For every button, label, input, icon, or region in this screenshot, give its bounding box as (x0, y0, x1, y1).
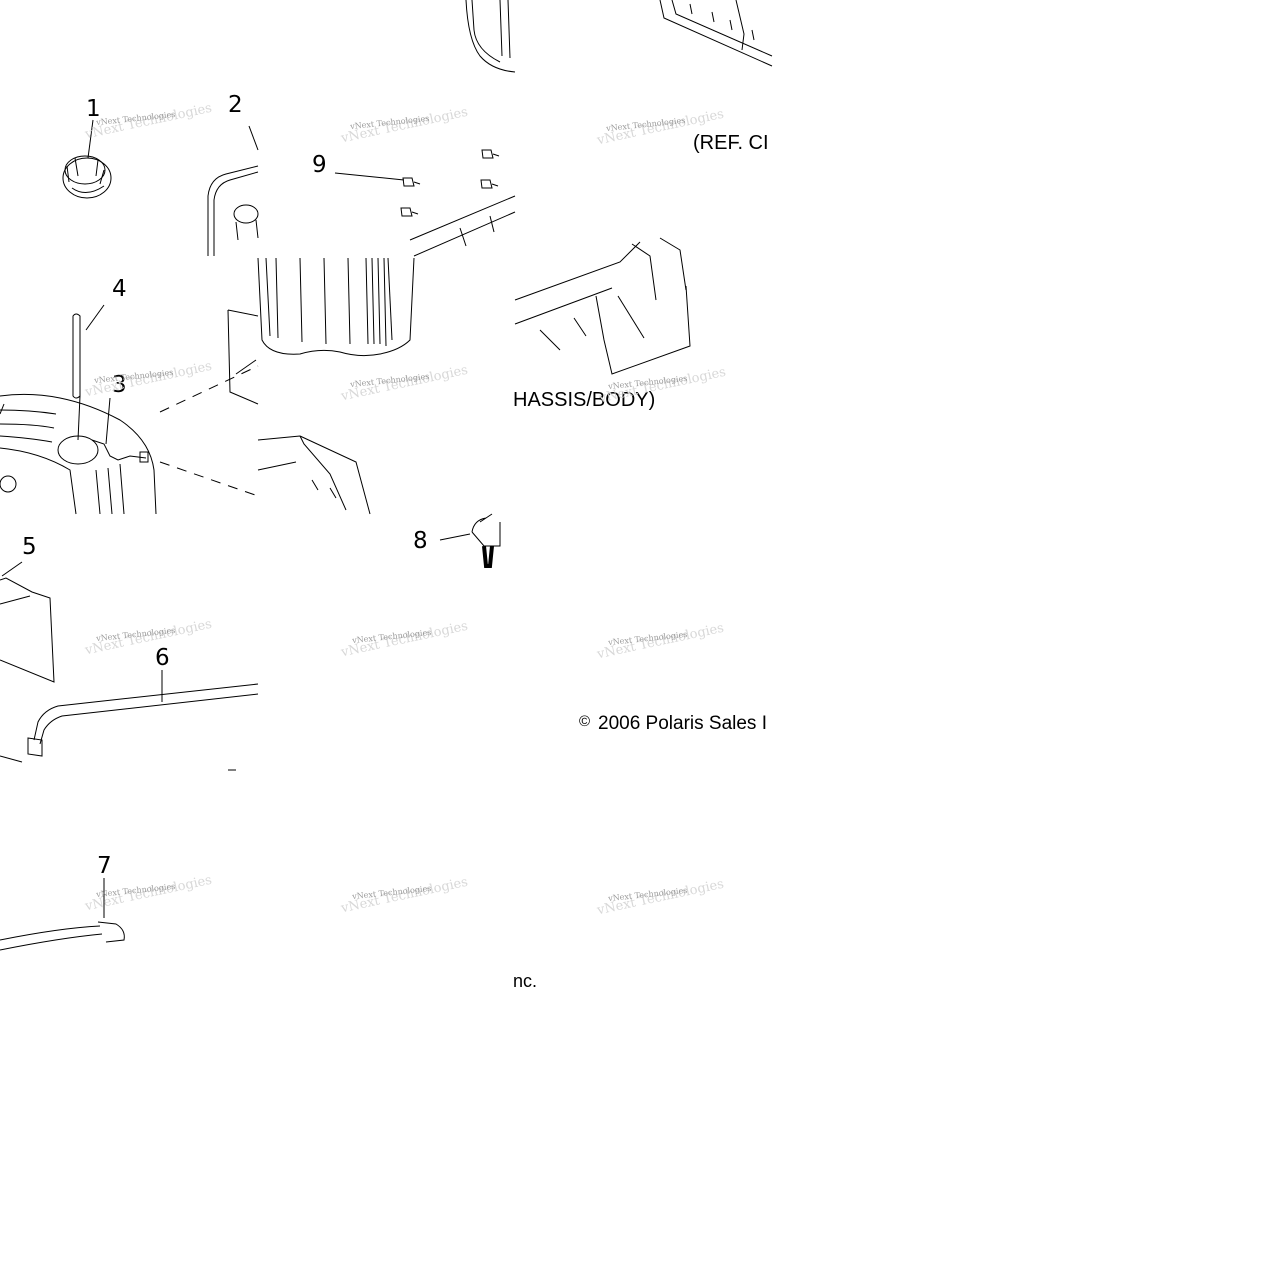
vent-tube-part-4 (72, 304, 105, 441)
callout-1: 1 (86, 96, 101, 122)
callout-9: 9 (312, 152, 327, 178)
fuel-sender-part-3 (91, 397, 149, 463)
bolt-group-part-9 (334, 149, 500, 217)
clip-part-8 (439, 513, 501, 568)
frame-fragment-top (465, 0, 516, 73)
callout-5: 5 (22, 534, 37, 560)
callout-3: 3 (112, 372, 127, 398)
tank-bracket (227, 309, 371, 515)
chassis-frame-middle (514, 237, 691, 375)
heat-shield-part-5 (0, 561, 55, 683)
callout-4: 4 (112, 276, 127, 302)
fuel-cap-part-1 (62, 119, 112, 199)
copyright-caption-part-1: 2006 Polaris Sales I (598, 713, 767, 734)
callout-8: 8 (413, 528, 428, 554)
fuel-tank-top (207, 125, 259, 256)
copyright-caption-part-2: nc. (513, 971, 538, 991)
assembly-dashed-lines (159, 365, 259, 497)
fuel-line-part-7 (0, 878, 125, 951)
reference-caption-part-2: HASSIS/BODY) (513, 389, 656, 411)
copyright-symbol: © (579, 713, 591, 730)
callout-7: 7 (97, 853, 112, 879)
frame-rail-middle (409, 195, 516, 257)
reference-caption-part-1: (REF. CI (693, 132, 769, 154)
callout-6: 6 (155, 645, 170, 671)
fuel-line-part-6 (0, 670, 259, 771)
callout-2: 2 (228, 92, 243, 118)
chassis-rail-top (659, 0, 773, 67)
fuel-tank-left (0, 393, 157, 515)
fuel-tank-body (257, 257, 415, 357)
